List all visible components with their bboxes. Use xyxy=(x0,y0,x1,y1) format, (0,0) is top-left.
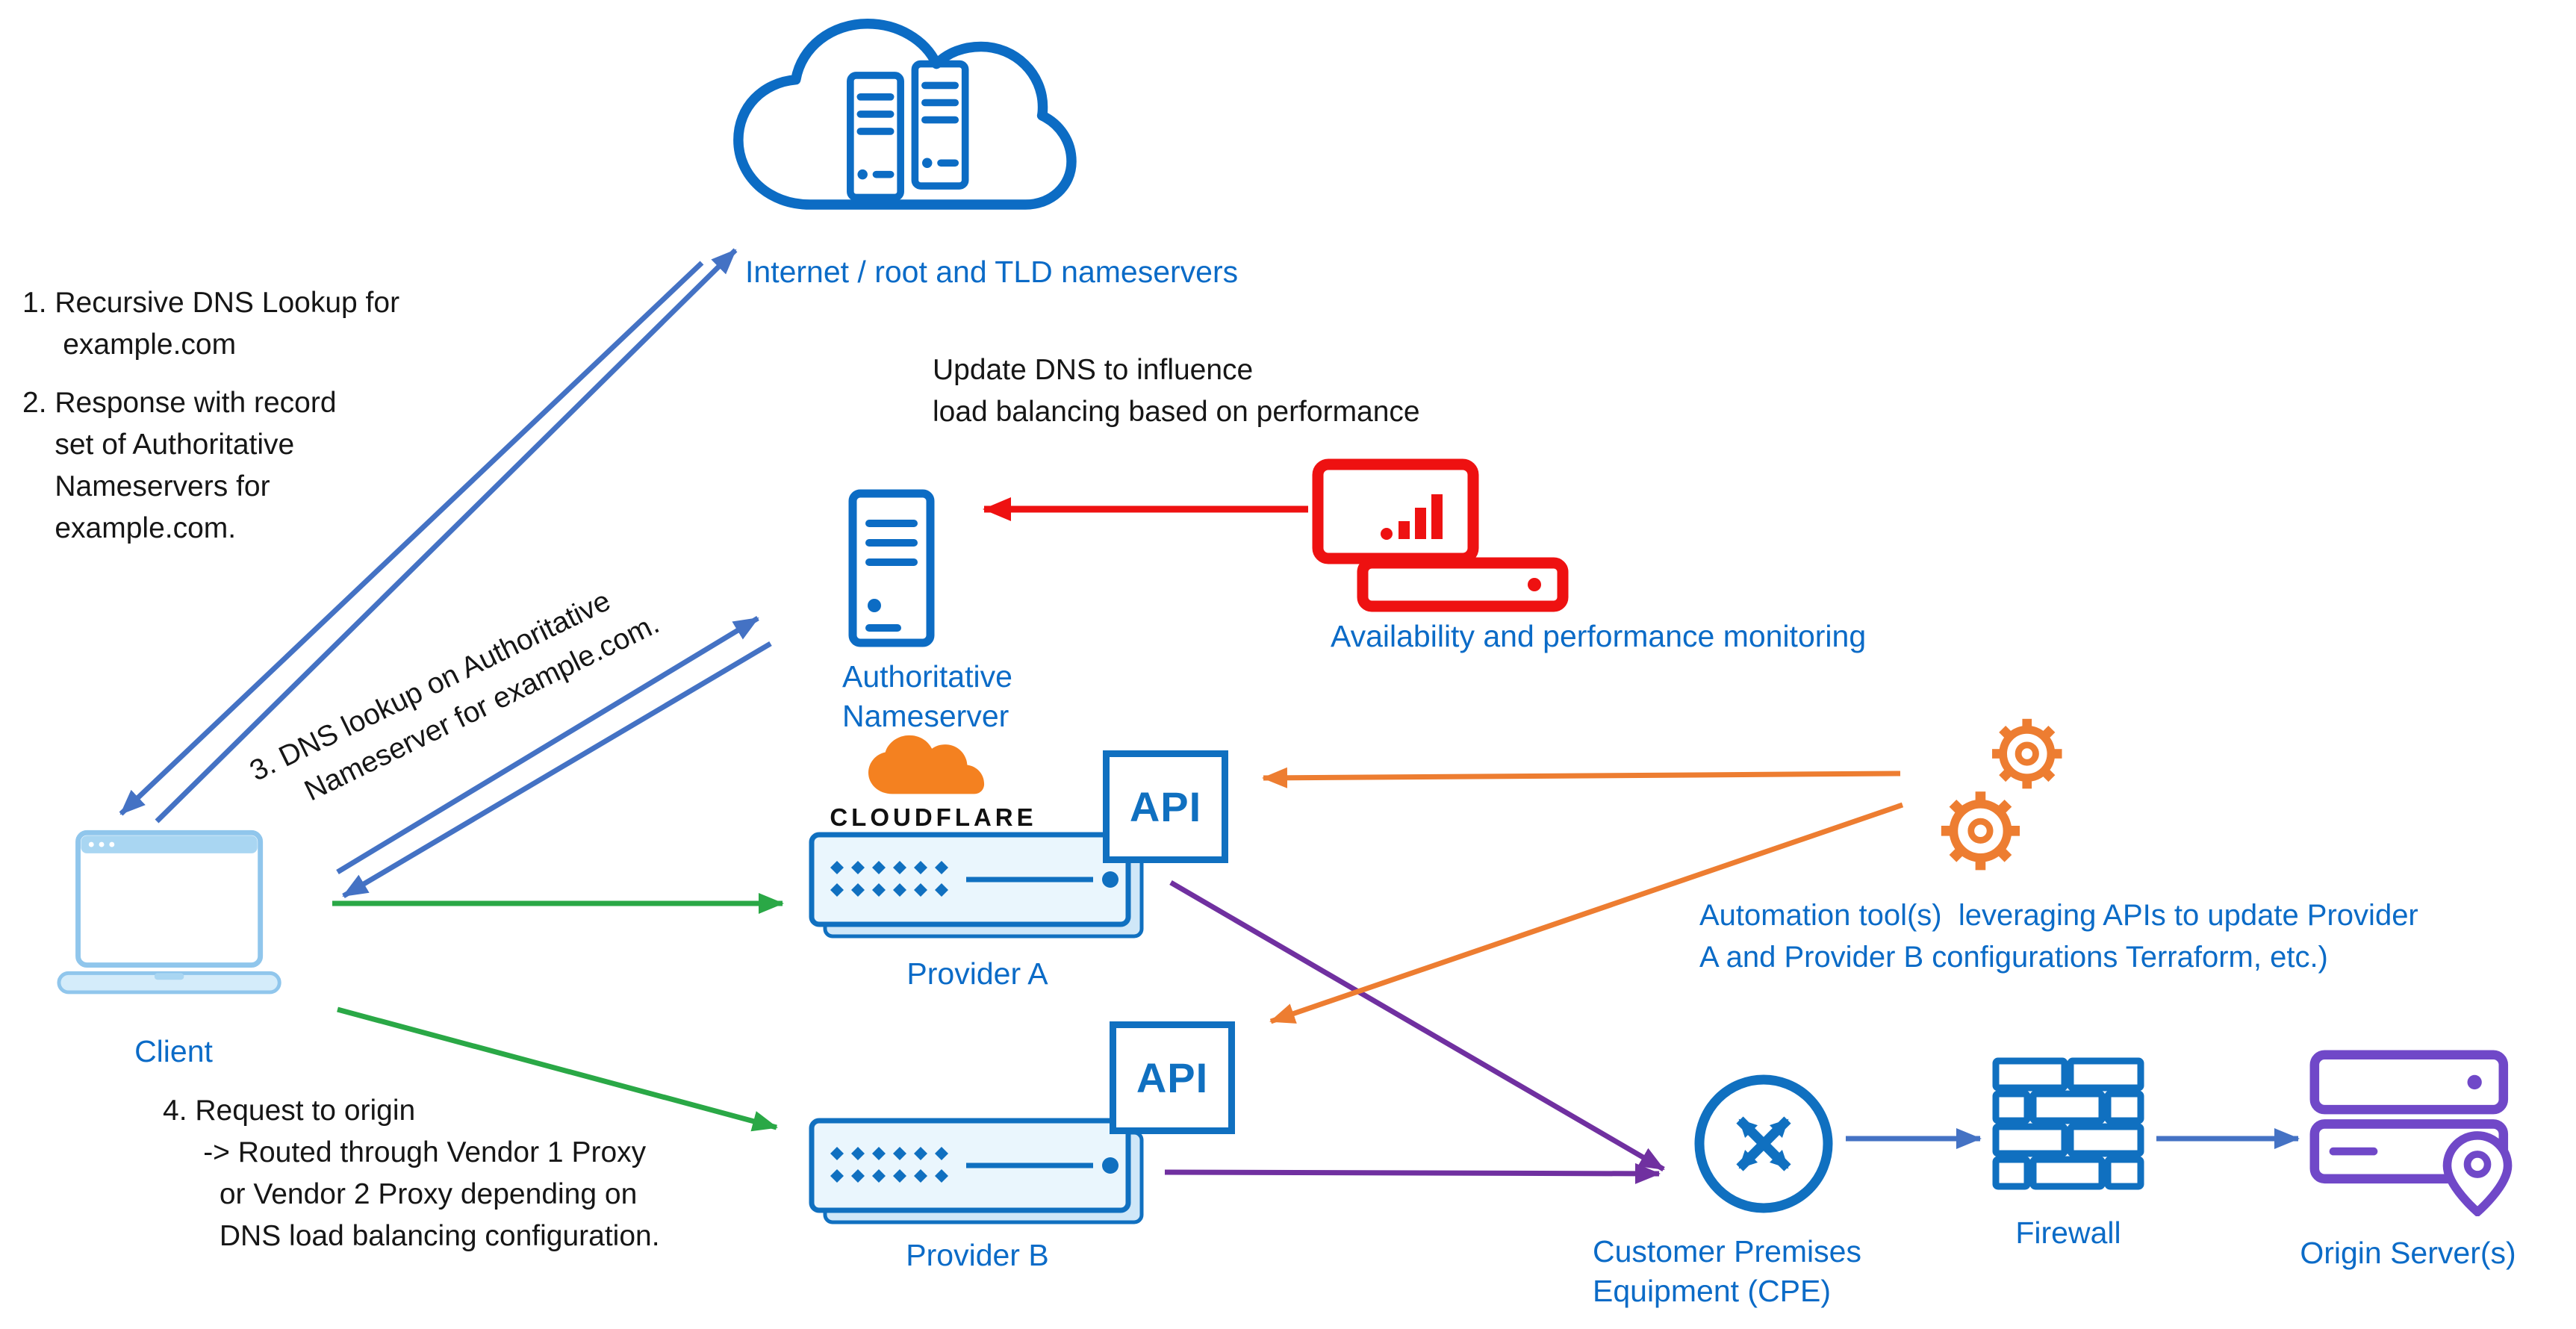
arrow-automation-api-a xyxy=(1262,767,1901,788)
authoritative-nameserver-label: Authoritative Nameserver xyxy=(842,659,1012,734)
firewall-icon xyxy=(1990,1056,2147,1198)
provider-b-appliance-icon xyxy=(806,1116,1149,1228)
note-step1: 1. Recursive DNS Lookup for example.com xyxy=(22,287,400,361)
internet-label: Internet / root and TLD nameservers xyxy=(745,255,1239,289)
arrow-client-provider-b xyxy=(337,1006,778,1132)
note-step4: 4. Request to origin -> Routed through V… xyxy=(163,1095,660,1253)
origin-servers-icon xyxy=(2307,1049,2524,1218)
cloudflare-brand-text: CLOUDFLARE xyxy=(830,803,1037,831)
arrow-provider-a-cpe xyxy=(1169,880,1665,1172)
cloudflare-cloud-icon xyxy=(868,735,985,794)
provider-b-api-box: API xyxy=(1110,1021,1235,1134)
arrow-recursive-response xyxy=(119,261,704,816)
arrow-provider-b-cpe xyxy=(1164,1163,1661,1184)
cpe-icon xyxy=(1689,1068,1838,1221)
provider-b-api-label: API xyxy=(1136,1054,1209,1101)
note-automation: Automation tool(s) leveraging APIs to up… xyxy=(1699,899,2418,974)
arrow-automation-api-b xyxy=(1269,802,1904,1024)
provider-a-label: Provider A xyxy=(906,956,1048,991)
provider-b-label: Provider B xyxy=(906,1238,1049,1272)
firewall-label: Firewall xyxy=(2015,1216,2121,1250)
origin-servers-label: Origin Server(s) xyxy=(2300,1236,2516,1270)
arrow-auth-lookup xyxy=(336,616,759,874)
provider-a-appliance-icon xyxy=(806,830,1149,942)
client-label: Client xyxy=(134,1034,213,1068)
note-step2: 2. Response with record set of Authorita… xyxy=(22,387,337,545)
automation-gears-icon xyxy=(1934,713,2079,881)
monitoring-label: Availability and performance monitoring xyxy=(1331,619,1867,653)
monitoring-icon xyxy=(1310,457,1572,614)
provider-a-api-box: API xyxy=(1103,750,1228,863)
cloudflare-logo: CLOUDFLARE xyxy=(818,733,1049,832)
note-update-dns: Update DNS to influence load balancing b… xyxy=(933,354,1420,429)
client-laptop-icon xyxy=(56,829,291,1012)
arrow-auth-response xyxy=(342,641,772,899)
internet-cloud-icon xyxy=(717,11,1090,250)
arrow-recursive-lookup xyxy=(155,248,738,824)
cpe-label: Customer Premises Equipment (CPE) xyxy=(1593,1234,1861,1309)
authoritative-nameserver-icon xyxy=(847,489,936,647)
provider-a-api-label: API xyxy=(1129,783,1202,830)
